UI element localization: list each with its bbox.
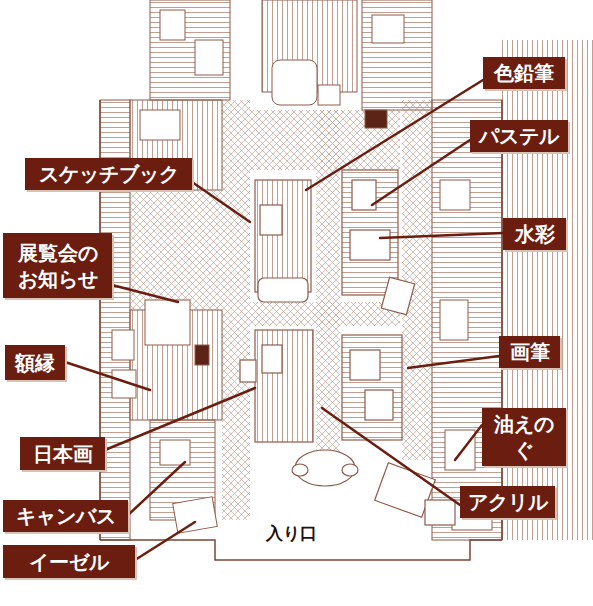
- map-shape: [432, 100, 502, 540]
- shelves: [100, 0, 593, 540]
- map-shape: [440, 180, 470, 210]
- leader-line: [372, 140, 470, 205]
- map-shape: [342, 464, 358, 476]
- callout-label: 日本画: [33, 441, 93, 467]
- map-shape: [342, 170, 398, 295]
- map-shape: [140, 110, 180, 140]
- map-shape: [240, 360, 256, 382]
- callout-box: キャンバス: [3, 500, 128, 532]
- map-shape: [342, 335, 402, 440]
- map-shape: [262, 345, 282, 373]
- leader-line: [105, 388, 255, 450]
- callout-box: 水彩: [503, 218, 566, 250]
- leader-line: [306, 80, 483, 190]
- leader-line: [128, 462, 185, 515]
- map-shape: [260, 205, 282, 235]
- leader-line: [380, 233, 503, 238]
- map-shape: [440, 300, 468, 340]
- leader-line: [192, 182, 250, 222]
- map-shape: [250, 302, 400, 326]
- callout-box: アクリル: [460, 486, 555, 518]
- map-shape: [255, 180, 311, 292]
- callout-box: イーゼル: [3, 545, 135, 578]
- callout-label: 油えのぐ: [488, 411, 560, 463]
- map-shape: [173, 497, 218, 533]
- map-shape: [160, 10, 185, 40]
- callout-label: イーゼル: [29, 549, 109, 575]
- map-shape: [350, 230, 390, 260]
- leader-line: [65, 362, 150, 390]
- map-shape: [350, 350, 380, 380]
- map-shape: [112, 330, 134, 360]
- map-shape: [292, 464, 308, 476]
- map-shape: [195, 40, 223, 75]
- map-shape: [402, 100, 432, 460]
- callout-box: スケッチブック: [25, 158, 192, 190]
- map-shape: [372, 15, 404, 43]
- leader-line: [408, 356, 499, 368]
- callout-label: 画筆: [510, 339, 550, 365]
- map-shape: [365, 110, 387, 128]
- entrance-label: 入り口: [262, 522, 321, 544]
- leader-line: [322, 408, 460, 505]
- map-shape: [425, 500, 455, 525]
- leader-line: [455, 425, 482, 460]
- callout-box: 色鉛筆: [483, 57, 565, 89]
- callout-label: 展覧会の お知らせ: [9, 240, 106, 292]
- map-shape: [145, 300, 190, 345]
- callout-label: パステル: [479, 123, 559, 149]
- leader-line: [112, 285, 178, 302]
- map-shape: [318, 85, 340, 105]
- callout-box: 画筆: [499, 336, 560, 368]
- map-shape: [501, 100, 503, 540]
- map-shape: [222, 100, 250, 520]
- callout-box: 額縁: [5, 345, 65, 380]
- map-shape: [150, 0, 230, 100]
- map-shape: [250, 110, 400, 170]
- leader-line: [135, 522, 195, 560]
- callout-label: 色鉛筆: [494, 60, 554, 86]
- map-shape: [381, 277, 414, 315]
- display-islands: [240, 170, 455, 525]
- callout-label: 額縁: [15, 350, 55, 376]
- map-shape: [258, 278, 308, 302]
- map-shape: [445, 430, 475, 470]
- callout-label: 水彩: [515, 221, 555, 247]
- map-shape: [195, 345, 209, 365]
- callout-label: アクリル: [468, 489, 548, 515]
- callout-label: スケッチブック: [39, 161, 179, 187]
- map-shape: [272, 60, 317, 105]
- map-shape: [365, 390, 393, 420]
- map-shape: [255, 330, 313, 442]
- callout-box: パステル: [470, 120, 568, 152]
- map-shape: [362, 0, 432, 110]
- callout-box: 油えのぐ: [482, 408, 566, 466]
- callout-box: 展覧会の お知らせ: [3, 233, 112, 298]
- callout-label: キャンバス: [16, 503, 116, 529]
- callout-box: 日本画: [20, 437, 105, 470]
